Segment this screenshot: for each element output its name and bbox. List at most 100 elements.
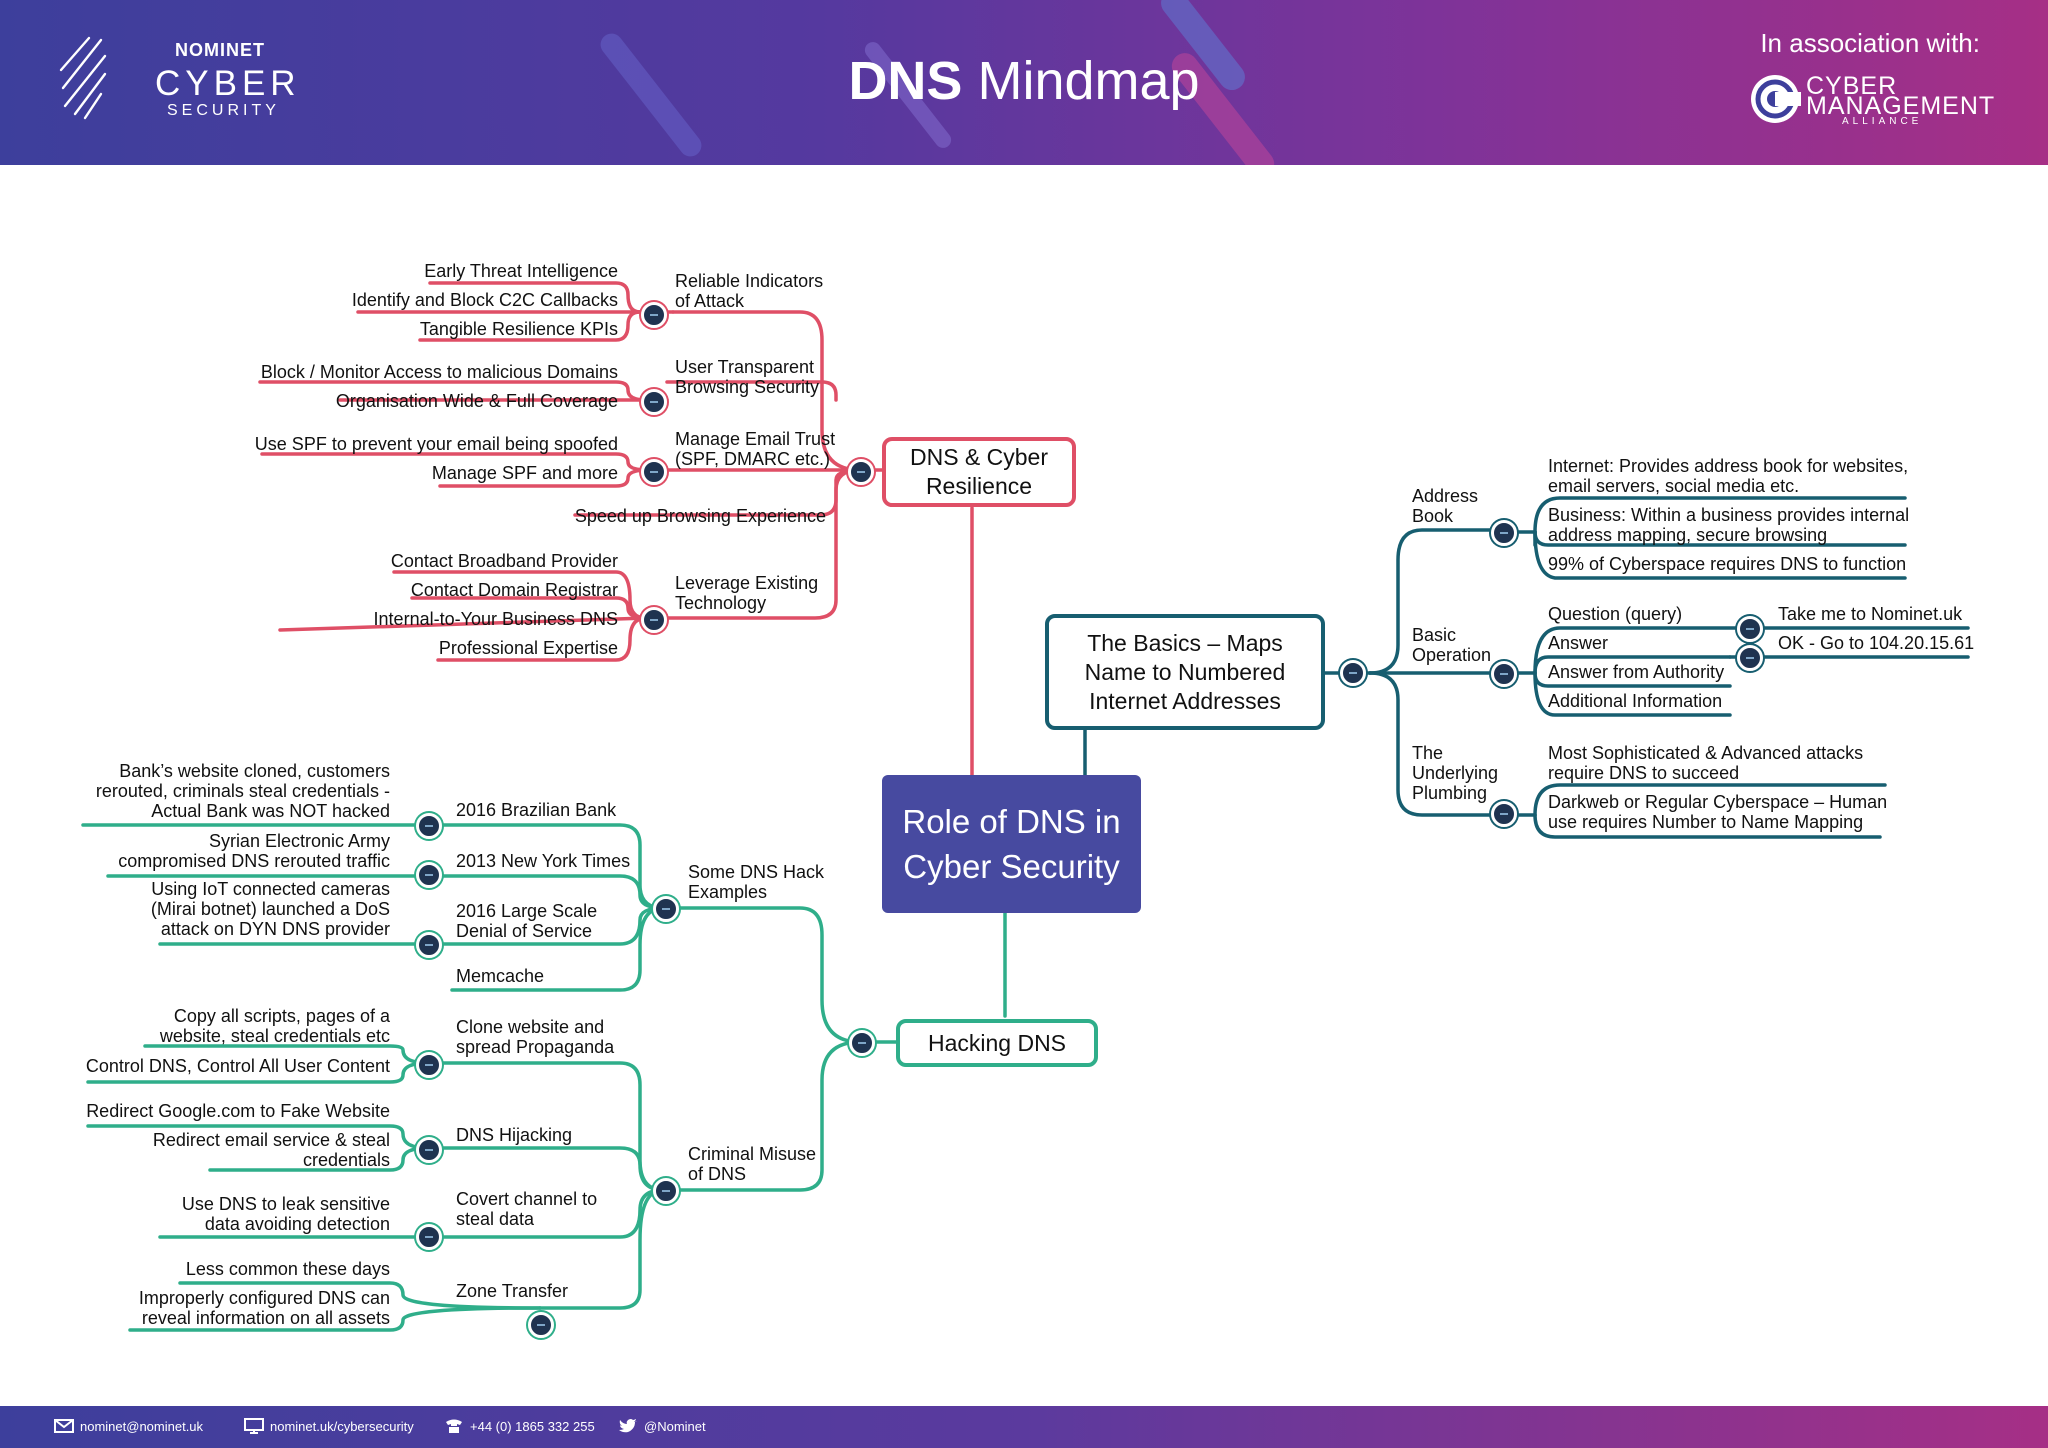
logo-text-security: SECURITY bbox=[167, 102, 280, 119]
partner-text-management: MANAGEMENT bbox=[1806, 92, 1996, 120]
leaf-label: Contact Domain Registrar bbox=[410, 580, 618, 600]
branch-label: 2013 New York Times bbox=[456, 851, 631, 871]
collapse-toggle[interactable] bbox=[641, 607, 667, 633]
collapse-toggle[interactable] bbox=[641, 302, 667, 328]
leaf-label: Question (query) bbox=[1548, 604, 1683, 624]
detail-label: Using IoT connected cameras (Mirai botne… bbox=[150, 879, 390, 939]
title-bold: DNS bbox=[848, 51, 963, 111]
footer-website-text: nominet.uk/cybersecurity bbox=[270, 1418, 414, 1434]
sub-leaf-label: OK - Go to 104.20.15.61 bbox=[1778, 633, 1975, 653]
group-label: Criminal Misuse of DNS bbox=[688, 1144, 817, 1184]
footer-email-text: nominet@nominet.uk bbox=[80, 1418, 204, 1434]
hacking-topic: Hacking DNS bbox=[896, 1019, 1098, 1067]
phone-icon bbox=[446, 1419, 462, 1433]
leaf-label: Contact Broadband Provider bbox=[390, 551, 618, 571]
collapse-toggle[interactable] bbox=[1491, 520, 1517, 546]
footer-phone[interactable]: +44 (0) 1865 332 255 bbox=[444, 1418, 595, 1434]
branch-label: DNS Hijacking bbox=[456, 1125, 573, 1145]
leaf-label: Professional Expertise bbox=[438, 638, 618, 658]
branch-label: Leverage Existing Technology bbox=[675, 573, 819, 613]
footer: nominet@nominet.uk nominet.uk/cybersecur… bbox=[0, 1406, 2048, 1448]
cma-emblem-icon bbox=[1751, 75, 1801, 123]
collapse-toggle[interactable] bbox=[1737, 616, 1763, 642]
branch-label: Speed up Browsing Experience bbox=[574, 506, 826, 526]
leaf-label: Business: Within a business provides int… bbox=[1548, 505, 1910, 545]
partner-text-alliance: ALLIANCE bbox=[1842, 116, 1923, 127]
footer-twitter[interactable]: @Nominet bbox=[618, 1418, 706, 1434]
branch-label: User Transparent Browsing Security bbox=[675, 357, 820, 397]
leaf-label: Manage SPF and more bbox=[431, 463, 618, 483]
detail-label: Redirect email service & steal credentia… bbox=[152, 1130, 390, 1170]
leaf-label: Answer from Authority bbox=[1548, 662, 1725, 682]
envelope-icon bbox=[54, 1419, 74, 1433]
leaf-label: Additional Information bbox=[1548, 691, 1723, 711]
detail-label: Redirect Google.com to Fake Website bbox=[86, 1101, 390, 1121]
collapse-toggle[interactable] bbox=[416, 1137, 442, 1163]
collapse-toggle[interactable] bbox=[416, 1224, 442, 1250]
leaf-label: Darkweb or Regular Cyberspace – Human us… bbox=[1548, 792, 1888, 832]
footer-twitter-text: @Nominet bbox=[644, 1418, 706, 1434]
collapse-toggle[interactable] bbox=[1491, 801, 1517, 827]
logo-text-nominet: NOMINET bbox=[175, 40, 265, 60]
footer-website[interactable]: nominet.uk/cybersecurity bbox=[244, 1418, 414, 1434]
collapse-toggle[interactable] bbox=[653, 1178, 679, 1204]
association-label: In association with: bbox=[1760, 28, 1980, 58]
branch-label: Reliable Indicators of Attack bbox=[675, 271, 824, 311]
detail-label: Syrian Electronic Army compromised DNS r… bbox=[118, 831, 390, 871]
leaf-label: Internet: Provides address book for webs… bbox=[1548, 456, 1909, 496]
collapse-toggle[interactable] bbox=[416, 813, 442, 839]
sub-leaf-label: Take me to Nominet.uk bbox=[1778, 604, 1963, 624]
collapse-toggle[interactable] bbox=[848, 459, 874, 485]
collapse-toggle[interactable] bbox=[641, 459, 667, 485]
group-label: Some DNS Hack Examples bbox=[688, 862, 825, 902]
leaf-label: Tangible Resilience KPIs bbox=[419, 319, 618, 339]
collapse-toggle[interactable] bbox=[1491, 661, 1517, 687]
collapse-toggle[interactable] bbox=[1340, 660, 1366, 686]
detail-label: Copy all scripts, pages of a website, st… bbox=[159, 1006, 390, 1046]
title-rest: Mindmap bbox=[977, 51, 1200, 111]
page-title: DNS Mindmap bbox=[0, 50, 2048, 112]
footer-email[interactable]: nominet@nominet.uk bbox=[54, 1418, 203, 1434]
leaf-label: Block / Monitor Access to malicious Doma… bbox=[260, 362, 618, 382]
detail-label: Less common these days bbox=[185, 1259, 390, 1279]
branch-label: 2016 Brazilian Bank bbox=[456, 800, 617, 820]
collapse-toggle[interactable] bbox=[528, 1312, 554, 1338]
leaf-label: Internal-to-Your Business DNS bbox=[373, 609, 618, 629]
leaf-label: Use SPF to prevent your email being spoo… bbox=[254, 434, 618, 454]
branch-label: Address Book bbox=[1412, 486, 1479, 526]
central-topic: Role of DNS in Cyber Security bbox=[882, 775, 1141, 913]
monitor-icon bbox=[244, 1418, 264, 1434]
partner-logo: CYBER MANAGEMENT ALLIANCE bbox=[1748, 72, 1994, 132]
collapse-toggle[interactable] bbox=[849, 1030, 875, 1056]
collapse-toggle[interactable] bbox=[653, 896, 679, 922]
branch-label: Manage Email Trust (SPF, DMARC etc.) bbox=[675, 429, 836, 469]
twitter-bird-icon bbox=[619, 1419, 637, 1433]
partner-text-cyber: CYBER bbox=[1806, 72, 1898, 100]
leaf-label: Early Threat Intelligence bbox=[424, 261, 618, 281]
leaf-label: Most Sophisticated & Advanced attacks re… bbox=[1548, 743, 1864, 783]
leaf-label: Organisation Wide & Full Coverage bbox=[335, 391, 618, 411]
branch-label: Basic Operation bbox=[1412, 625, 1492, 665]
branch-label: Covert channel to steal data bbox=[456, 1189, 598, 1229]
header-banner: NOMINET CYBER SECURITY DNS Mindmap In as… bbox=[0, 0, 2048, 165]
basics-topic: The Basics – Maps Name to Numbered Inter… bbox=[1045, 614, 1325, 730]
branch-label: Clone website and spread Propaganda bbox=[456, 1017, 615, 1057]
collapse-toggle[interactable] bbox=[1737, 645, 1763, 671]
footer-phone-text: +44 (0) 1865 332 255 bbox=[470, 1418, 595, 1434]
nominet-logo: NOMINET CYBER SECURITY bbox=[55, 30, 315, 130]
logo-text-cyber: CYBER bbox=[155, 64, 301, 103]
branch-label: Memcache bbox=[456, 966, 545, 986]
detail-label: Control DNS, Control All User Content bbox=[85, 1056, 390, 1076]
leaf-label: 99% of Cyberspace requires DNS to functi… bbox=[1548, 554, 1907, 574]
leaf-label: Identify and Block C2C Callbacks bbox=[351, 290, 618, 310]
collapse-toggle[interactable] bbox=[416, 862, 442, 888]
detail-label: Bank’s website cloned, customers reroute… bbox=[95, 761, 390, 821]
collapse-toggle[interactable] bbox=[416, 932, 442, 958]
detail-label: Improperly configured DNS can reveal inf… bbox=[138, 1288, 390, 1328]
branch-label: 2016 Large Scale Denial of Service bbox=[456, 901, 598, 941]
collapse-toggle[interactable] bbox=[641, 389, 667, 415]
collapse-toggle[interactable] bbox=[416, 1052, 442, 1078]
resilience-topic: DNS & Cyber Resilience bbox=[882, 437, 1076, 507]
detail-label: Use DNS to leak sensitive data avoiding … bbox=[181, 1194, 390, 1234]
